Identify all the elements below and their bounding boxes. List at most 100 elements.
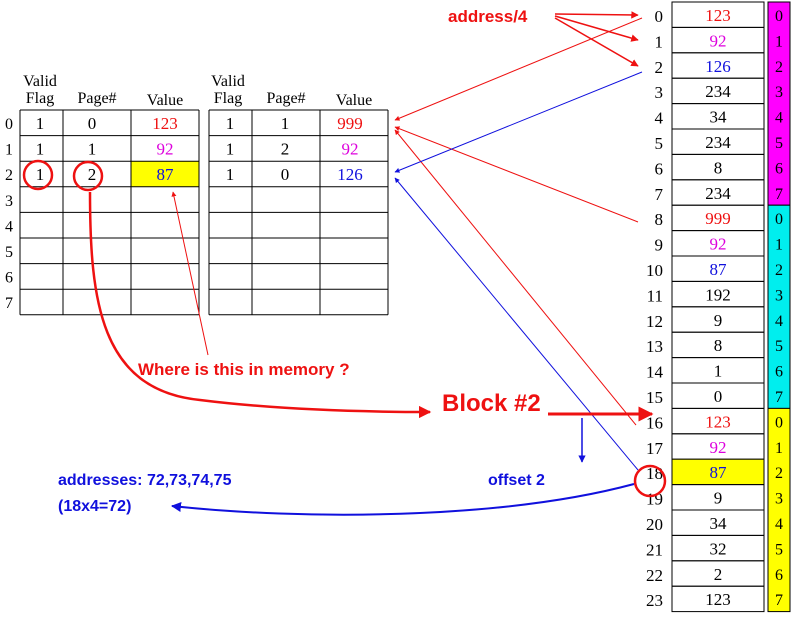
memory-cell-value: 8 — [714, 158, 723, 177]
circle-mem-18 — [633, 464, 667, 498]
block-label: Block #2 — [442, 390, 541, 417]
memory-highlight-cell — [672, 459, 764, 485]
block-offset-label: 2 — [775, 262, 783, 279]
block-offset-label: 7 — [775, 186, 783, 203]
pt2-page-cell: 0 — [281, 165, 290, 184]
memory-cell-value: 234 — [705, 82, 731, 101]
memory-cell-value: 192 — [705, 285, 731, 304]
pt1-row-index: 1 — [5, 142, 13, 159]
pt1-value-cell: 123 — [152, 114, 178, 133]
memory-cell-value: 87 — [710, 260, 728, 279]
addresses-label-line1: addresses: 72,73,74,75 — [58, 472, 232, 489]
block-offset-label: 4 — [775, 516, 783, 533]
block-2-band — [767, 407, 791, 613]
memory-cell-value: 8 — [714, 336, 723, 355]
block-offset-label: 1 — [775, 440, 783, 457]
memory-cell-value: 0 — [714, 387, 723, 406]
circles — [22, 159, 667, 498]
memory-address-label: 12 — [646, 312, 663, 331]
block-offset-label: 6 — [775, 160, 783, 177]
memory-cell-value: 123 — [705, 590, 731, 609]
memory-address-label: 20 — [646, 515, 663, 534]
block-offset-label: 6 — [775, 567, 783, 584]
memory-address-label: 11 — [647, 286, 663, 305]
pt1-row-index: 7 — [5, 295, 13, 312]
pt1-value-cell: 87 — [157, 165, 175, 184]
arrow-mem0-to-pt2 — [394, 17, 643, 121]
pt1-header-value: Value — [147, 92, 183, 109]
memory-address-label: 13 — [646, 337, 663, 356]
memory-address-label: 10 — [646, 261, 663, 280]
memory-address-label: 7 — [655, 185, 664, 204]
memory-cell-value: 9 — [714, 489, 723, 508]
arrow-mem2-to-pt2 — [394, 71, 643, 173]
pt2-valid-cell: 1 — [226, 165, 235, 184]
pt2-value-cell: 92 — [342, 140, 359, 159]
pt2-value-cell: 999 — [337, 114, 363, 133]
pt2-page-cell: 2 — [281, 140, 290, 159]
pt1-value-cell: 92 — [157, 140, 174, 159]
arrow-addr-2 — [554, 17, 639, 67]
block-offset-label: 0 — [775, 414, 783, 431]
memory-cell-value: 126 — [705, 57, 731, 76]
memory-cell-value: 999 — [705, 209, 731, 228]
pt1-header-page: Page# — [77, 90, 116, 107]
memory-cell-value: 123 — [705, 412, 731, 431]
circle-valid-row2 — [22, 159, 54, 191]
pt1-highlight-cell — [131, 161, 199, 187]
pt1-row-index: 5 — [5, 244, 13, 261]
memory-cell-value: 92 — [710, 31, 727, 50]
memory-address-label: 15 — [646, 388, 663, 407]
block-offset-label: 4 — [775, 110, 783, 127]
pt1-row-index: 2 — [5, 167, 13, 184]
pt1-valid-cell: 1 — [36, 114, 45, 133]
memory-cell-value: 1 — [714, 362, 723, 381]
memory-address-label: 1 — [655, 32, 664, 51]
memory-cell-value: 9 — [714, 311, 723, 330]
block-offset-label: 5 — [775, 338, 783, 355]
pt2-page-cell: 1 — [281, 114, 290, 133]
block-offset-label: 2 — [775, 59, 783, 76]
pt1-header-flag: Flag — [26, 90, 54, 107]
pt1-row-index: 4 — [5, 218, 13, 235]
pt2-header-value: Value — [336, 92, 372, 109]
memory-address-label: 14 — [646, 363, 664, 382]
arrow-addr-0 — [554, 11, 639, 19]
memory-address-label: 6 — [655, 159, 664, 178]
memory-address-label: 5 — [655, 134, 664, 153]
memory-cell-value: 234 — [705, 184, 731, 203]
memory-cell-value: 92 — [710, 438, 727, 457]
memory-address-label: 2 — [655, 58, 664, 77]
memory-address-label: 9 — [655, 236, 664, 255]
pt1-page-cell: 0 — [88, 114, 97, 133]
memory-cell-value: 2 — [714, 565, 723, 584]
memory-address-label: 22 — [646, 566, 663, 585]
pt2-header-page: Page# — [266, 90, 305, 107]
memory-cell-value: 32 — [710, 539, 727, 558]
pt2-valid-cell: 1 — [226, 114, 235, 133]
memory-cell — [671, 585, 765, 613]
arrow-mem18-to-addresses — [171, 483, 635, 516]
memory-cell-value: 123 — [705, 6, 731, 25]
block-offset-label: 5 — [775, 135, 783, 152]
memory-address-label: 16 — [646, 413, 663, 432]
pt1-page-cell: 2 — [88, 165, 97, 184]
block-offset-label: 3 — [775, 84, 783, 101]
block-offset-label: 2 — [775, 465, 783, 482]
arrow-mem18-to-pt2 — [394, 177, 639, 471]
pt1-header-valid: Valid — [23, 73, 57, 90]
memory-address-label: 4 — [655, 109, 664, 128]
arrow-addr-1 — [554, 15, 639, 42]
pt1-valid-cell: 1 — [36, 140, 45, 159]
block-offset-label: 0 — [775, 8, 783, 25]
arrows — [88, 11, 654, 516]
offset-label: offset 2 — [488, 472, 545, 489]
pt1-row-index: 6 — [5, 270, 13, 287]
circle-page-row2 — [72, 160, 104, 192]
pt2-header-flag: Flag — [214, 90, 242, 107]
block-offset-label: 7 — [775, 592, 783, 609]
memory-address-label: 8 — [655, 210, 664, 229]
block-offset-label: 5 — [775, 541, 783, 558]
